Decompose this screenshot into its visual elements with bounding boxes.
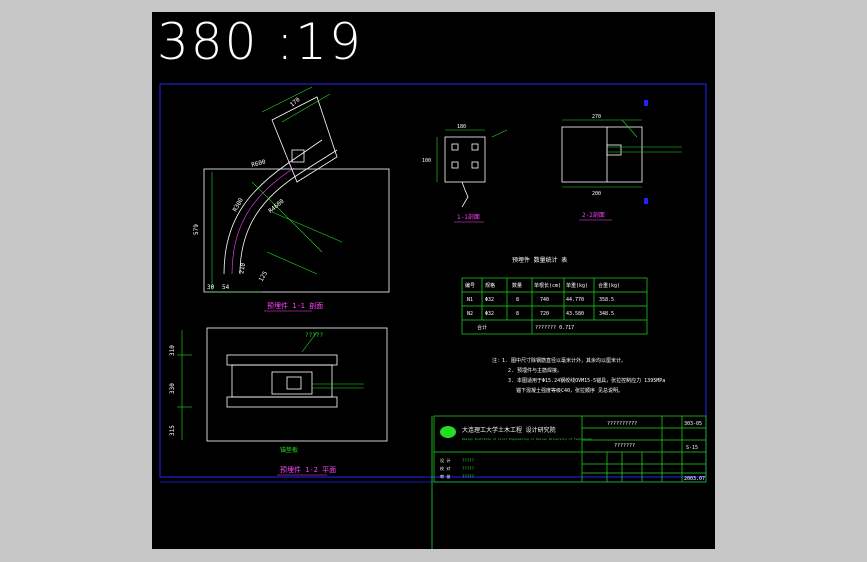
- svg-text:?????: ?????: [462, 458, 475, 463]
- dim-310: 310: [169, 345, 176, 356]
- section-1-label: 1-1剖面: [457, 213, 480, 221]
- svg-text:3. 本图适用于Φ15.24钢绞线OVM15-5锚具，张拉控: 3. 本图适用于Φ15.24钢绞线OVM15-5锚具，张拉控制应力 1395MP…: [508, 377, 665, 384]
- dim-100: 100: [422, 158, 431, 164]
- svg-text:N2: N2: [467, 311, 473, 317]
- title-block-school: 大连理工大学土木工程 设计研究院: [462, 426, 556, 434]
- title-block-date: 2003.07: [684, 476, 705, 482]
- dim-125: 125: [258, 270, 270, 283]
- svg-text:单根长(cm): 单根长(cm): [534, 282, 561, 289]
- svg-text:单重(kg): 单重(kg): [566, 282, 588, 289]
- dim-54: 54: [222, 284, 230, 291]
- view-b-sub: 锚垫板: [280, 446, 298, 454]
- drawing-border: [159, 83, 707, 478]
- section-2-2: [561, 126, 643, 183]
- dim-r300: R300: [232, 197, 245, 213]
- title-block-drawing-name: ???????: [614, 443, 635, 449]
- table-total-value: ??????? 0.717: [535, 325, 574, 331]
- svg-text:锚下混凝土强度等级C40，张拉顺序 见总说明。: 锚下混凝土强度等级C40，张拉顺序 见总说明。: [516, 387, 623, 394]
- title-block: [433, 415, 707, 483]
- notes: 注：1. 图中尺寸除钢筋直径以毫米计外，其余均以厘米计。 2. 预埋件与主筋焊接…: [492, 357, 665, 394]
- cad-drawing: 579 30 54 210 R4600 R600 R300 170 125 预埋…: [159, 83, 707, 549]
- view-a-dims: [204, 86, 343, 293]
- title-block-school-en: Design Institute of Civil Engineering of…: [462, 437, 592, 441]
- svg-text:?????: ?????: [462, 474, 475, 479]
- svg-text:校 对: 校 对: [440, 465, 450, 471]
- title-block-code: 303-05: [684, 421, 702, 427]
- svg-text:合重(kg): 合重(kg): [598, 282, 620, 289]
- table-row: N2 Φ32 8 720 43.580 348.5: [467, 311, 614, 317]
- dim-315: 315: [169, 425, 176, 436]
- svg-text:注：1. 图中尺寸除钢筋直径以毫米计外，其余均以厘米计。: 注：1. 图中尺寸除钢筋直径以毫米计外，其余均以厘米计。: [492, 357, 626, 364]
- dim-30a: 30: [207, 284, 215, 291]
- cad-viewport[interactable]: 380 :19 579 30 54: [152, 12, 715, 549]
- svg-text:Φ32: Φ32: [485, 297, 494, 303]
- svg-text:2. 预埋件与主筋焊接。: 2. 预埋件与主筋焊接。: [508, 367, 562, 374]
- table-title: 预埋件 数量统计 表: [512, 256, 567, 264]
- svg-text:740: 740: [540, 297, 549, 303]
- table-row: N1 Φ32 8 740 44.770 358.5: [467, 297, 614, 303]
- view-plan-1-2: [206, 327, 388, 442]
- dim-180: 180: [457, 124, 466, 130]
- svg-text:Φ32: Φ32: [485, 311, 494, 317]
- title-block-signatures: 设 计 校 对 审 核 ????? ????? ?????: [440, 457, 475, 479]
- svg-text:44.770: 44.770: [566, 297, 584, 303]
- svg-text:8: 8: [516, 311, 519, 317]
- svg-text:设 计: 设 计: [440, 457, 450, 463]
- school-logo-icon: [440, 426, 456, 438]
- view-a-label: 预埋件 1-1 剖面: [267, 301, 323, 310]
- dim-330: 330: [169, 383, 176, 394]
- table-header: 编号 规格 数量 单根长(cm) 单重(kg) 合重(kg): [465, 282, 620, 289]
- svg-text:358.5: 358.5: [599, 297, 614, 303]
- dim-210: 210: [238, 262, 247, 274]
- table-total-label: 合计: [477, 324, 487, 331]
- svg-text:348.5: 348.5: [599, 311, 614, 317]
- dim-579: 579: [193, 224, 200, 235]
- view-b-label: 预埋件 1-2 平面: [280, 465, 336, 474]
- quantity-table: [461, 277, 648, 335]
- svg-text:720: 720: [540, 311, 549, 317]
- dim-270: 270: [592, 114, 601, 120]
- view-section-1-1: [203, 96, 390, 293]
- title-block-project: ??????????: [607, 421, 637, 427]
- svg-text:规格: 规格: [485, 282, 495, 289]
- svg-text:数量: 数量: [512, 282, 522, 289]
- dim-r600: R600: [251, 158, 267, 169]
- svg-text:N1: N1: [467, 297, 473, 303]
- section-1-1: [444, 136, 486, 208]
- section-2-label: 2-2剖面: [582, 211, 605, 219]
- svg-text:8: 8: [516, 297, 519, 303]
- svg-text:审 核: 审 核: [440, 473, 450, 479]
- svg-text:43.580: 43.580: [566, 311, 584, 317]
- svg-text:编号: 编号: [465, 282, 475, 289]
- dim-callout: ?????: [305, 332, 323, 339]
- drawing-title: 380 :19: [157, 13, 363, 71]
- title-block-sheet: S-15: [686, 445, 698, 451]
- svg-text:?????: ?????: [462, 466, 475, 471]
- dim-200: 200: [592, 191, 601, 197]
